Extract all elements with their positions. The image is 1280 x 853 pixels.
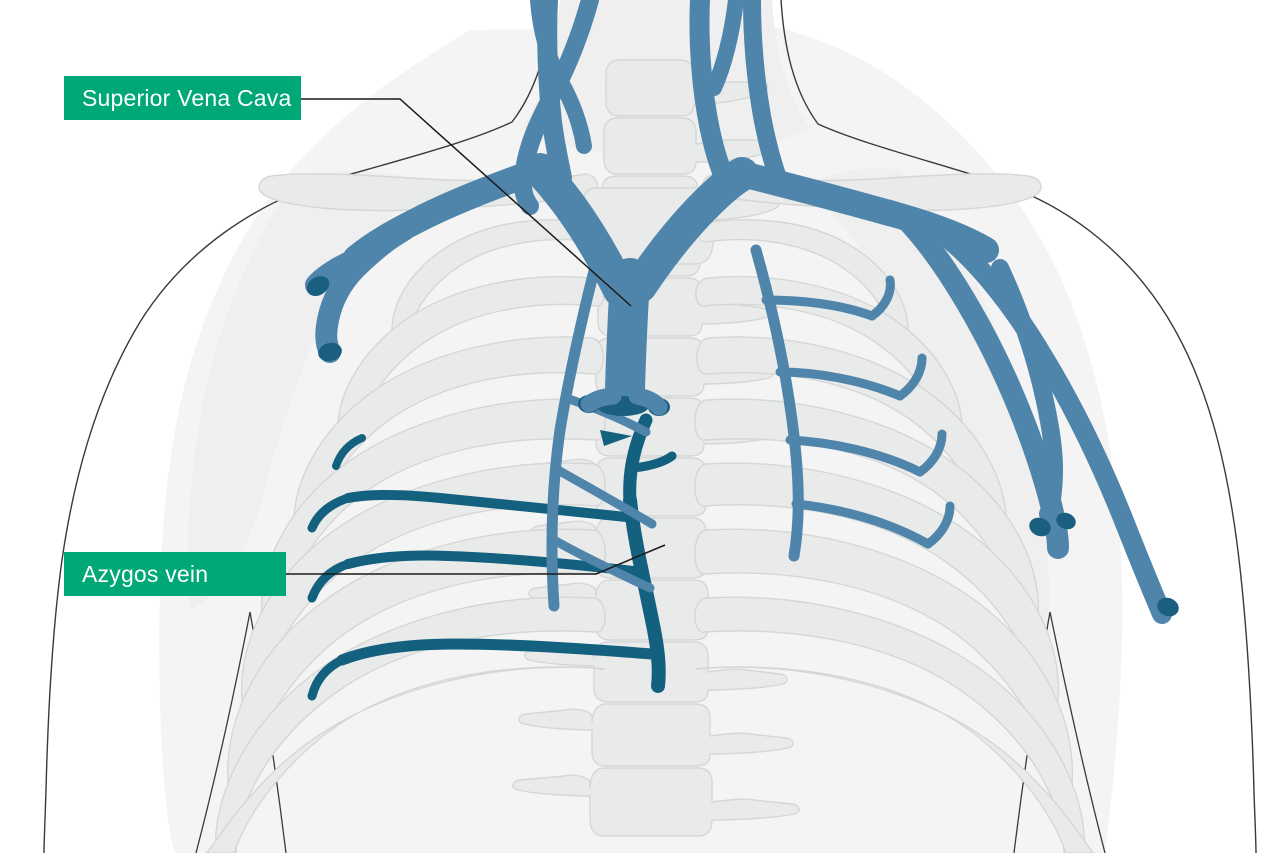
hemiazygos-branch-up3 [915, 429, 947, 477]
label-azygos-vein[interactable]: Azygos vein [64, 552, 286, 596]
leader-lines [284, 98, 666, 575]
hemiazygos-branch-up2 [895, 353, 927, 401]
internal-thoracic-vein-left [546, 242, 606, 612]
svc-base-stubs [580, 387, 668, 416]
thoracic-vertebra-8 [518, 703, 794, 767]
right-cephalic-vein [991, 259, 1063, 523]
body-outline-right [780, 0, 1257, 853]
intercostal-vein-a1 [343, 490, 641, 523]
right-basilic-vein [930, 222, 1172, 624]
intercostal-rib-vein-l1 [307, 493, 353, 533]
hemiazygos-vein-trunk [750, 244, 804, 562]
cut-end-left-axillary [318, 342, 342, 362]
right-accessory-neck-vein [706, 0, 744, 96]
cut-end-left-cephalic [306, 276, 330, 296]
leader-line-azygos [284, 544, 666, 575]
label-superior-vena-cava[interactable]: Superior Vena Cava [64, 76, 301, 120]
hemiazygos-system [750, 244, 955, 562]
cut-end-right-axillary [1029, 517, 1051, 537]
intercostal-vein-r1 [761, 295, 877, 321]
cut-end-right-cephalic [1056, 512, 1076, 530]
intercostal-vein-r3 [785, 435, 925, 477]
itv-branch-2 [553, 465, 657, 529]
intercostal-vein-r2 [775, 367, 905, 401]
right-arm-veins [729, 161, 1172, 624]
rib-right-8 [695, 666, 1095, 853]
label-superior-vena-cava-text: Superior Vena Cava [82, 84, 292, 111]
heart-remnant-wedge [600, 430, 632, 446]
intercostal-vein-a3 [336, 638, 658, 666]
ribs-right [694, 219, 1095, 853]
right-external-jugular-vein [743, 0, 787, 187]
cut-end-right-basilic [1157, 597, 1179, 617]
leader-line-svc [299, 98, 632, 307]
azygos-vein-trunk [623, 493, 666, 693]
intercostal-rib-vein-l2 [307, 559, 353, 603]
intercostal-rib-vein-l3 [307, 655, 347, 701]
intercostal-vein-r4 [791, 499, 933, 549]
intercostal-rib-vein-l4 [332, 434, 366, 470]
rib-left-8 [205, 666, 605, 853]
shoulder-muscle-left [187, 171, 432, 610]
intercostal-vein-a4 [629, 451, 677, 473]
body-outline-left [43, 0, 554, 853]
svc-stub-left [580, 387, 622, 413]
right-internal-jugular-vein [689, 0, 736, 192]
hemiazygos-branch-up [867, 275, 895, 321]
neck-veins [513, 0, 787, 215]
intercostal-vein-a2 [343, 550, 647, 577]
left-accessory-neck-vein [530, 0, 592, 154]
thoracic-vertebra-9 [512, 767, 800, 837]
hemiazygos-branch-up4 [923, 501, 955, 549]
label-azygos-vein-text: Azygos vein [82, 560, 209, 587]
itv-branch-3 [549, 535, 655, 593]
venous-system [305, 0, 1179, 701]
svc-stub-right [628, 387, 668, 416]
